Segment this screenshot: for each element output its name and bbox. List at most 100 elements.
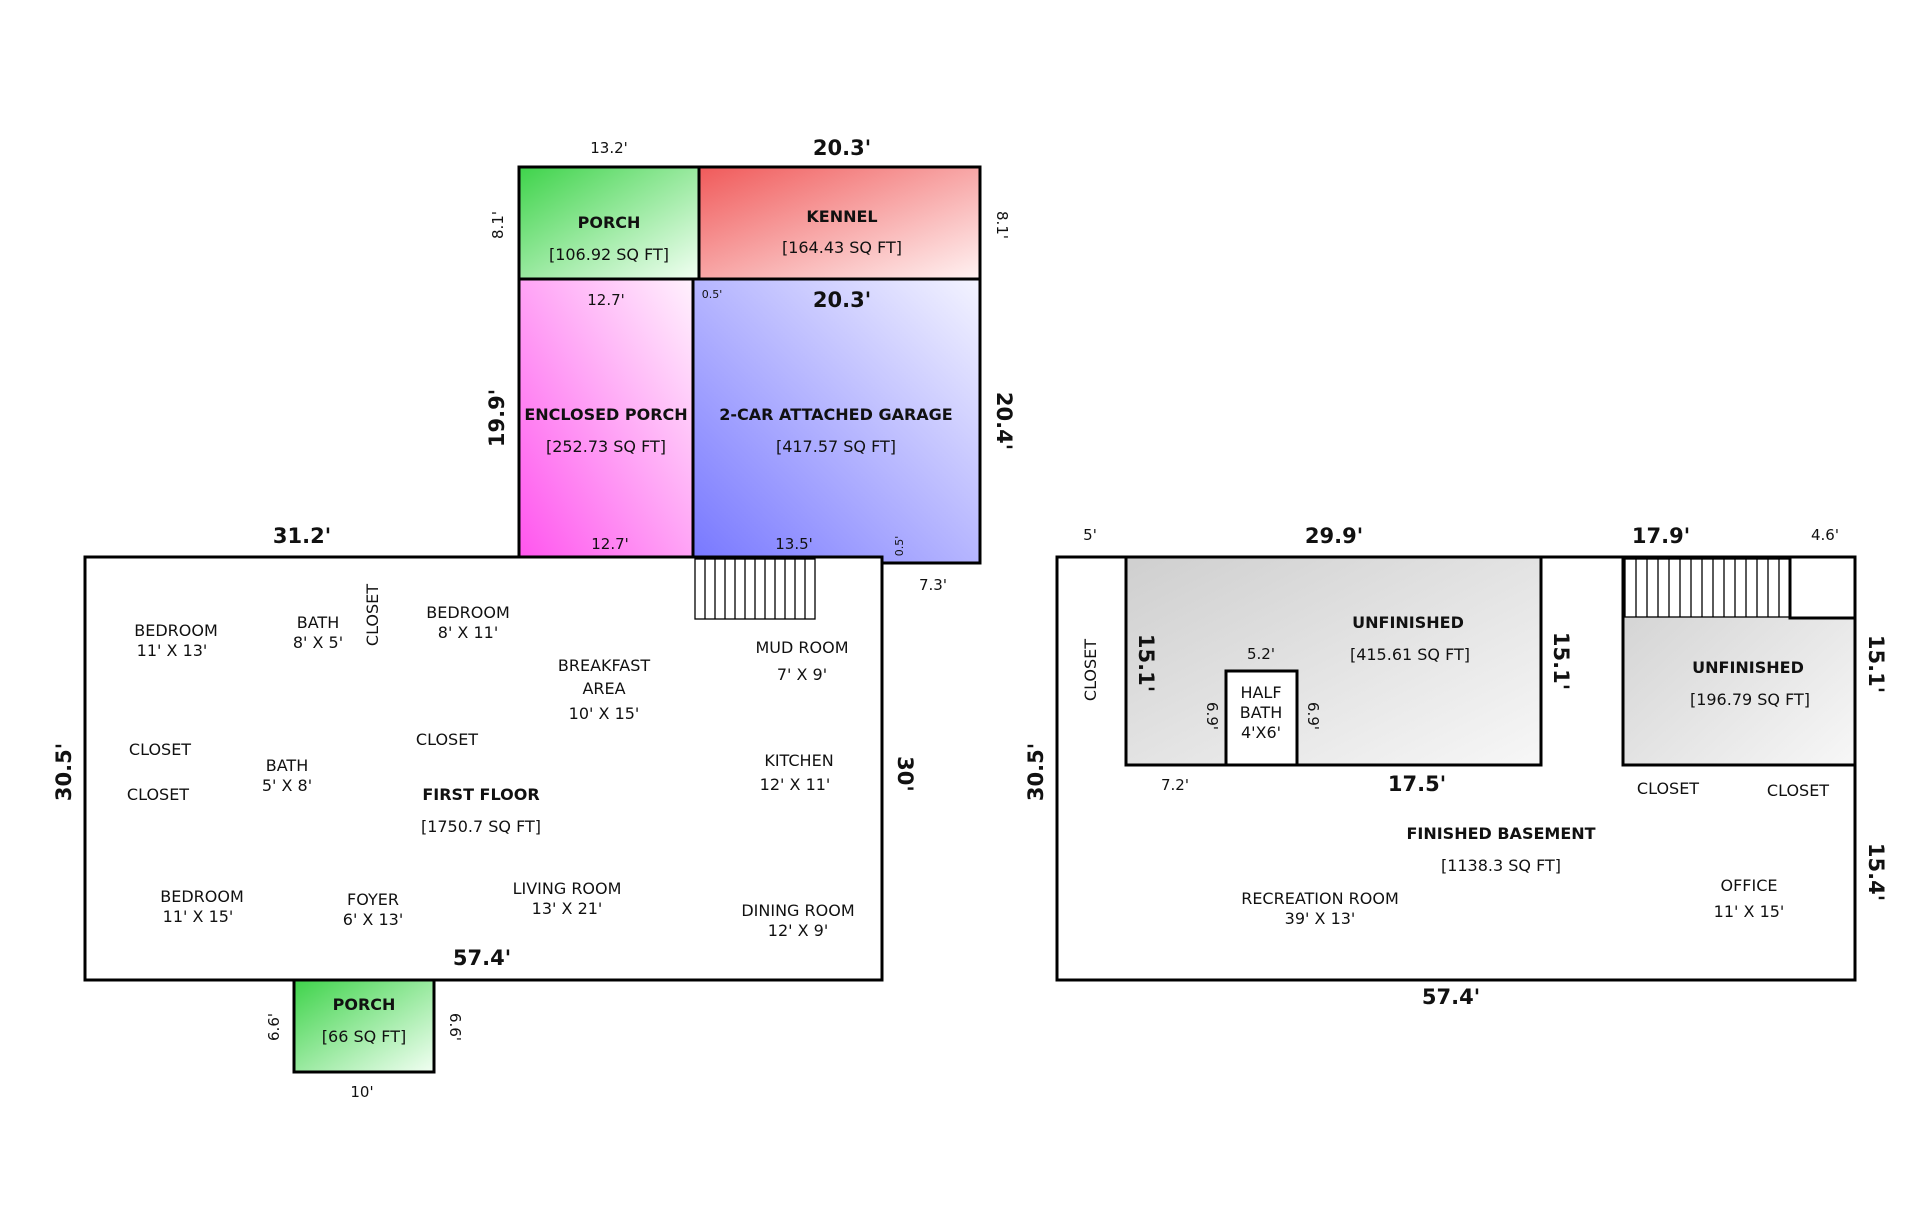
unfinished-1-sqft: [415.61 SQ FT]: [1350, 645, 1470, 664]
basement-closet-2: CLOSET: [1767, 781, 1829, 800]
front-porch-area: [292, 978, 436, 1074]
bedroom-2-label: BEDROOM: [426, 603, 510, 622]
basement-title: FINISHED BASEMENT: [1406, 824, 1595, 843]
basement-sqft: [1138.3 SQ FT]: [1441, 856, 1561, 875]
breakfast-label-line1: BREAKFAST: [558, 656, 650, 675]
half-bath-label-line2: BATH: [1240, 703, 1282, 722]
dim-bsmt-right-lower: 15.4': [1864, 843, 1888, 901]
kitchen-label: KITCHEN: [764, 751, 833, 770]
dim-ff-top: 31.2': [273, 524, 331, 548]
dim-bsmt-unf1-top: 29.9': [1305, 524, 1363, 548]
first-floor-outline: [83, 555, 884, 982]
first-floor-stairs: [694, 558, 816, 620]
dim-kennel-top: 20.3': [813, 136, 871, 160]
dim-bsmt-unf2-right: 15.1': [1864, 635, 1888, 693]
unfinished-1-title: UNFINISHED: [1352, 613, 1464, 632]
front-porch-title: PORCH: [333, 995, 396, 1014]
bath-2-label: BATH: [266, 756, 308, 775]
office-label: OFFICE: [1721, 876, 1778, 895]
kitchen-size: 12' X 11': [760, 775, 831, 794]
foyer-size: 6' X 13': [343, 910, 403, 929]
dim-porch-left: 8.1': [489, 211, 507, 239]
enclosed-porch-title: ENCLOSED PORCH: [524, 405, 687, 424]
bedroom-3-label: BEDROOM: [160, 887, 244, 906]
first-floor-plan: PORCH [106.92 SQ FT] KENNEL [164.43 SQ F…: [52, 136, 1016, 1101]
half-bath-area: [1224, 669, 1299, 767]
dim-bsmt-right-top: 4.6': [1811, 526, 1839, 544]
kennel-area: [697, 165, 982, 281]
bedroom-2-size: 8' X 11': [438, 623, 498, 642]
dim-bsmt-unf1-right: 15.1': [1549, 632, 1573, 690]
dim-tiny-a: 0.5': [702, 288, 723, 301]
dining-room-size: 12' X 9': [768, 921, 828, 940]
closet-b-label: CLOSET: [127, 785, 189, 804]
top-porch-title: PORCH: [578, 213, 641, 232]
bath-2-size: 5' X 8': [262, 776, 312, 795]
dim-garage-bottom: 13.5': [775, 535, 813, 553]
first-floor-sqft: [1750.7 SQ FT]: [421, 817, 541, 836]
dim-fporch-right: 6.6': [446, 1013, 464, 1041]
dim-encl-bottom: 12.7': [591, 535, 629, 553]
dim-porch-top: 13.2': [590, 139, 628, 157]
mud-room-size: 7' X 9': [777, 665, 827, 684]
bedroom-1-size: 11' X 13': [137, 641, 208, 660]
bedroom-3-size: 11' X 15': [163, 907, 234, 926]
dim-fporch-left: 6.6': [265, 1013, 283, 1041]
basement-closet-1: CLOSET: [1637, 779, 1699, 798]
living-room-label: LIVING ROOM: [513, 879, 622, 898]
dim-bsmt-unf2-top: 17.9': [1632, 524, 1690, 548]
dim-garage-right: 20.4': [992, 392, 1016, 450]
dim-fporch-bottom: 10': [350, 1083, 373, 1101]
top-porch-area: [517, 165, 701, 281]
front-porch-sqft: [66 SQ FT]: [322, 1027, 406, 1046]
garage-area: [691, 277, 982, 565]
dim-kennel-right: 8.1': [993, 211, 1011, 239]
enclosed-porch-sqft: [252.73 SQ FT]: [546, 437, 666, 456]
dim-bsmt-hb-top: 5.2': [1247, 645, 1275, 663]
living-room-size: 13' X 21': [532, 899, 603, 918]
bath-1-label: BATH: [297, 613, 339, 632]
breakfast-label-line2: AREA: [582, 679, 625, 698]
foyer-label: FOYER: [347, 890, 399, 909]
garage-title: 2-CAR ATTACHED GARAGE: [719, 405, 952, 424]
dim-bsmt-left-side: 30.5': [1024, 743, 1048, 801]
first-floor-title: FIRST FLOOR: [422, 785, 539, 804]
basement-closet-vertical: CLOSET: [1081, 639, 1100, 701]
dim-encl-top: 12.7': [587, 291, 625, 309]
office-size: 11' X 15': [1714, 902, 1785, 921]
basement-plan: UNFINISHED [415.61 SQ FT] UNFINISHED [19…: [1024, 524, 1888, 1009]
dim-encl-left: 19.9': [485, 389, 509, 447]
dim-bsmt-left-top: 5': [1083, 526, 1097, 544]
dim-bsmt-hb-right: 6.9': [1304, 702, 1322, 730]
dining-room-label: DINING ROOM: [741, 901, 854, 920]
unfinished-2-stair-wall: [1788, 557, 1855, 620]
dim-tiny-b: 0.5': [893, 536, 906, 557]
unfinished-2-sqft: [196.79 SQ FT]: [1690, 690, 1810, 709]
dim-bsmt-bottom: 57.4': [1422, 985, 1480, 1009]
dim-ff-left: 30.5': [52, 743, 76, 801]
half-bath-size: 4'X6': [1241, 723, 1281, 742]
bedroom-1-label: BEDROOM: [134, 621, 218, 640]
enclosed-porch-area: [517, 277, 695, 559]
recreation-room-label: RECREATION ROOM: [1241, 889, 1399, 908]
unfinished-1-area: [1124, 555, 1543, 767]
half-bath-label-line1: HALF: [1240, 683, 1281, 702]
dim-bsmt-unf1-left: 15.1': [1134, 634, 1158, 692]
recreation-room-size: 39' X 13': [1285, 909, 1356, 928]
dim-bsmt-bottom-mid: 17.5': [1388, 772, 1446, 796]
garage-sqft: [417.57 SQ FT]: [776, 437, 896, 456]
unfinished-2-title: UNFINISHED: [1692, 658, 1804, 677]
mud-room-label: MUD ROOM: [755, 638, 848, 657]
kennel-title: KENNEL: [806, 207, 877, 226]
dim-ff-bottom: 57.4': [453, 946, 511, 970]
bath-1-size: 8' X 5': [293, 633, 343, 652]
dim-garage-top: 20.3': [813, 288, 871, 312]
basement-stairs: [1624, 558, 1791, 618]
closet-c-label: CLOSET: [416, 730, 478, 749]
kennel-sqft: [164.43 SQ FT]: [782, 238, 902, 257]
top-porch-sqft: [106.92 SQ FT]: [549, 245, 669, 264]
closet-a-label: CLOSET: [129, 740, 191, 759]
dim-bsmt-hb-left: 6.9': [1203, 702, 1221, 730]
dim-ff-right: 30': [893, 756, 917, 792]
